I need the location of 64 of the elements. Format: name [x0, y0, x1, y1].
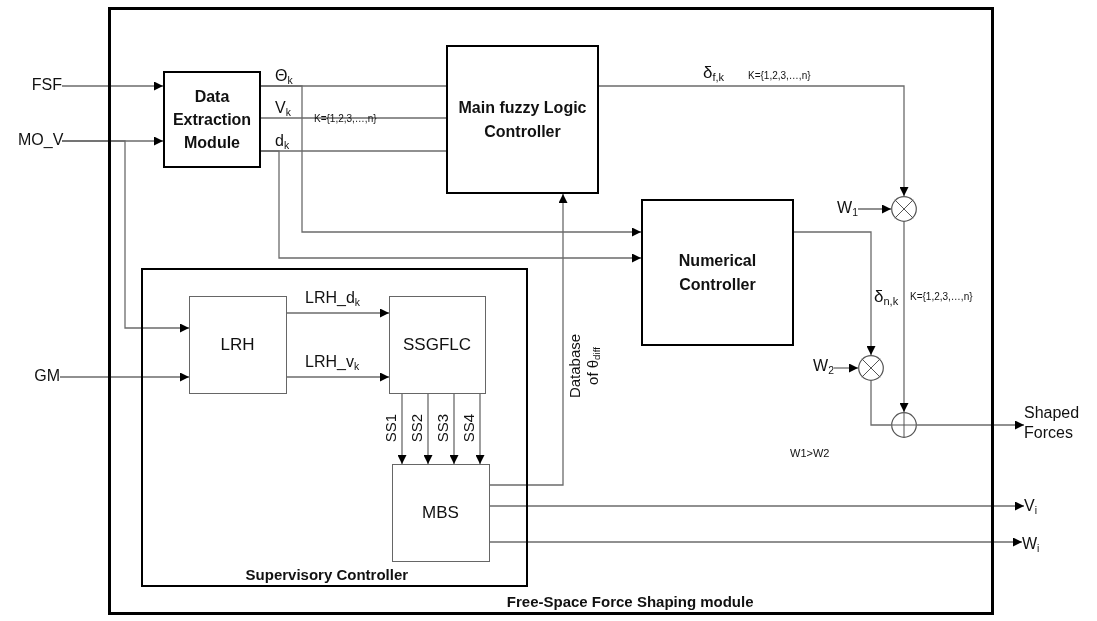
index-set-note: K={1,2,3,…,n}: [748, 70, 811, 81]
module-frame: [108, 7, 994, 615]
arrow: [793, 231, 876, 356]
process-box: [391, 463, 490, 562]
controller-box: [446, 45, 599, 194]
arrow: [260, 150, 642, 263]
input-label: MO_V: [18, 130, 62, 152]
process-box: [188, 295, 287, 394]
arrow: [475, 393, 485, 465]
edge-label: SS3: [434, 413, 452, 443]
connector-line: [260, 117, 447, 119]
edge-label: Θ$_{k}$: [275, 67, 293, 85]
module-box: [163, 71, 261, 168]
arrow: [286, 308, 390, 318]
edge-label: SS4: [460, 413, 478, 443]
edge-label: δ$_{n,k}$: [874, 288, 899, 307]
note: W1>W2: [790, 447, 830, 460]
output-label: Shaped Forces: [1024, 403, 1094, 447]
arrow: [260, 85, 642, 237]
input-label: GM: [20, 366, 60, 388]
arrow: [489, 537, 1023, 547]
index-set-note: K={1,2,3,…,n}: [910, 291, 973, 302]
arrow: [899, 221, 909, 413]
controller-box: [641, 199, 794, 346]
container-title: Free-Space Force Shaping module: [506, 593, 754, 610]
arrow: [598, 85, 909, 197]
arrow: [61, 140, 190, 333]
output-label: W$_{i}$: [1022, 534, 1050, 556]
edge-label: SS2: [408, 413, 426, 443]
controller-frame: [141, 268, 528, 587]
container-title: Supervisory Controller: [245, 566, 409, 583]
box-label: LRH: [219, 333, 256, 356]
arrow: [449, 393, 459, 465]
box-label: Numerical Controller: [677, 251, 758, 295]
index-set-note: K={1,2,3,…,n}: [314, 113, 377, 124]
multiplier-symbol: [858, 355, 884, 381]
arrow: [833, 363, 859, 373]
edge-label: SS1: [382, 413, 400, 443]
edge-label: d$_{k}$: [275, 132, 290, 150]
process-box: [388, 295, 486, 394]
multiplier-symbol: [891, 196, 917, 222]
input-label: FSF: [26, 75, 62, 97]
arrow: [489, 193, 568, 486]
box-label: Data Extraction Module: [171, 86, 253, 154]
weight-label: W$_{2}$: [804, 356, 834, 380]
output-label: V$_{i}$: [1024, 496, 1048, 518]
arrow: [916, 420, 1025, 430]
edge-label: V$_{k}$: [275, 99, 291, 117]
summing-junction-symbol: [891, 412, 917, 438]
box-label: MBS: [421, 501, 460, 524]
edge-label: LRH_d$_{k}$: [305, 289, 360, 307]
edge-label: δ$_{f,k}$: [703, 64, 725, 83]
edge-label: LRH_v$_{k}$: [305, 353, 360, 371]
arrow: [489, 501, 1025, 511]
arrow: [423, 393, 433, 465]
weight-label: W$_{1}$: [826, 198, 858, 222]
arrow: [286, 372, 390, 382]
box-label: Main fuzzy Logic Controller: [457, 98, 588, 142]
box-label: SSGFLC: [402, 333, 472, 356]
arrow: [397, 393, 407, 465]
arrow: [59, 372, 190, 382]
arrow: [857, 204, 892, 214]
arrow: [61, 81, 164, 91]
connector-line: [870, 380, 892, 426]
